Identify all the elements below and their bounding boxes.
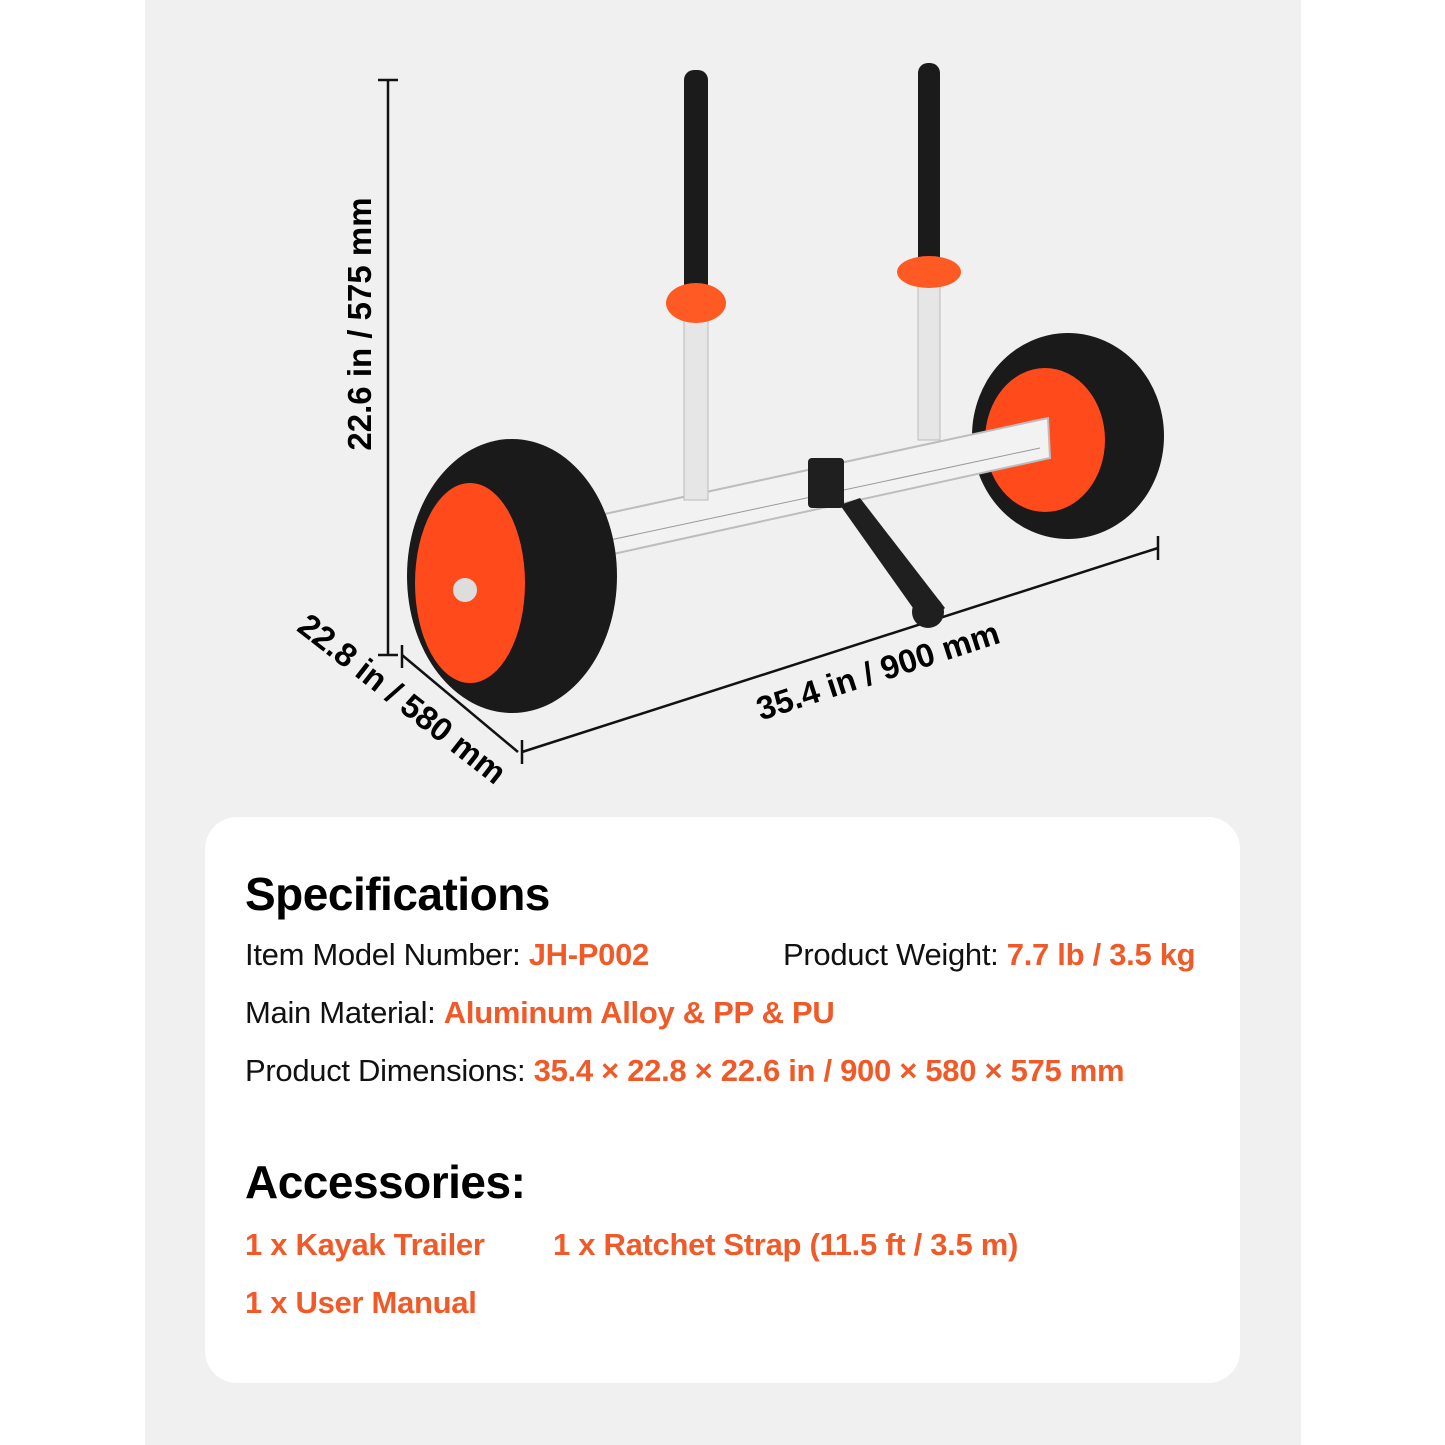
right-post bbox=[897, 63, 961, 441]
dimensions-label: Product Dimensions: bbox=[245, 1053, 534, 1088]
specifications-card: Specifications Item Model Number: JH-P00… bbox=[205, 817, 1240, 1383]
crank-handle bbox=[808, 458, 945, 628]
accessory-item: 1 x Kayak Trailer bbox=[245, 1227, 485, 1262]
weight-row: Product Weight: 7.7 lb / 3.5 kg bbox=[783, 937, 1196, 973]
dimensions-value: 35.4 × 22.8 × 22.6 in / 900 × 580 × 575 … bbox=[533, 1053, 1125, 1088]
material-row: Main Material: Aluminum Alloy & PP & PU bbox=[245, 995, 835, 1031]
kayak-trailer-image bbox=[378, 63, 1164, 764]
accessory-item: 1 x User Manual bbox=[245, 1285, 477, 1320]
left-wheel bbox=[407, 439, 617, 713]
specifications-heading: Specifications bbox=[245, 868, 550, 920]
model-value: JH-P002 bbox=[528, 937, 650, 972]
accessories-heading: Accessories: bbox=[245, 1156, 526, 1208]
height-dimension-label: 22.6 in / 575 mm bbox=[341, 197, 378, 451]
accessory-item: 1 x Ratchet Strap (11.5 ft / 3.5 m) bbox=[553, 1227, 1019, 1262]
weight-label: Product Weight: bbox=[783, 937, 1007, 972]
model-number-row: Item Model Number: JH-P002 bbox=[245, 937, 649, 973]
material-value: Aluminum Alloy & PP & PU bbox=[443, 995, 835, 1030]
model-label: Item Model Number: bbox=[245, 937, 529, 972]
material-label: Main Material: bbox=[245, 995, 444, 1030]
left-post bbox=[666, 70, 726, 501]
dimension-lines bbox=[378, 78, 1160, 764]
weight-value: 7.7 lb / 3.5 kg bbox=[1006, 937, 1196, 972]
dimensions-row: Product Dimensions: 35.4 × 22.8 × 22.6 i… bbox=[245, 1053, 1125, 1089]
